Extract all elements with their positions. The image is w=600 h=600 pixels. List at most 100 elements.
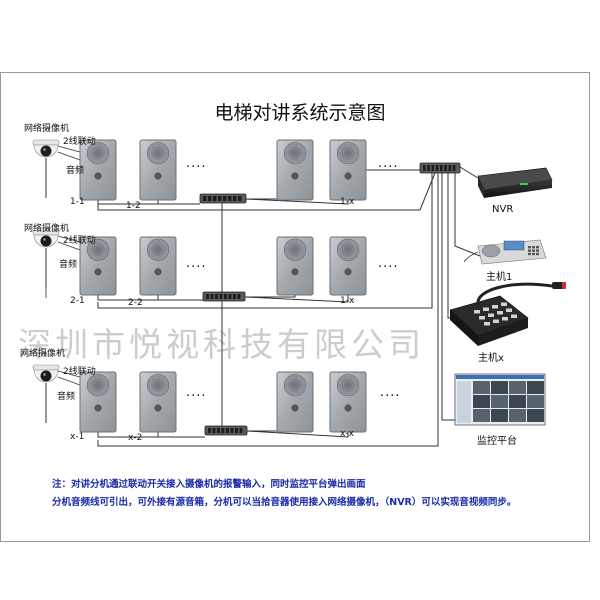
speaker-hole-ring: [88, 143, 108, 163]
call-button-icon: [291, 268, 299, 276]
video-tile: [509, 409, 526, 422]
network-switch-icon: [419, 162, 461, 174]
intercom-panel: [329, 139, 367, 201]
switch-port: [427, 165, 430, 171]
panel-label-2-2: 2-2: [128, 298, 143, 308]
console-key: [483, 307, 489, 311]
speaker-hole-ring: [154, 382, 162, 389]
video-tile: [527, 409, 544, 422]
switch-port: [440, 165, 443, 171]
wire: [245, 198, 349, 205]
switch-port: [237, 294, 241, 299]
nvr-front: [484, 180, 552, 198]
switch-port: [218, 196, 222, 201]
intercom-panel: [276, 236, 314, 296]
switch-port: [238, 196, 242, 201]
speaker-hole-ring: [91, 379, 105, 392]
ellipsis: ....: [378, 156, 399, 171]
console-side: [450, 310, 478, 346]
dome-camera-icon: [32, 364, 60, 383]
video-tile: [491, 381, 508, 394]
speaker-grill-icon: [86, 238, 110, 261]
switch-port: [208, 428, 211, 433]
intercom-panel: [276, 139, 314, 201]
speaker-grill-icon: [146, 142, 170, 165]
wire: [57, 145, 81, 153]
switch-port: [448, 165, 452, 171]
wire: [57, 241, 81, 251]
switch-port: [213, 196, 217, 201]
speaker-hole-ring: [341, 379, 355, 392]
switch-port: [228, 294, 232, 299]
audio-label-group-1: 音频: [66, 166, 85, 176]
lens-glint: [43, 238, 46, 241]
speaker-grill-icon: [283, 238, 307, 261]
intercom-panel: [139, 371, 177, 433]
diagram-title: 电梯对讲系统示意图: [214, 102, 386, 124]
speaker-hole-ring: [338, 240, 358, 259]
wire: [246, 430, 349, 438]
note-line-1: 注：对讲分机通过联动开关接入摄像机的报警输入，同时监控平台弹出画面: [52, 479, 366, 490]
camera-mount: [32, 139, 60, 146]
network-switch-icon: [204, 425, 248, 436]
keypad-key: [536, 246, 539, 249]
speaker-grill-icon: [86, 142, 110, 165]
switch-port: [223, 196, 227, 201]
speaker-hole-ring: [88, 240, 108, 259]
speaker-grill-icon: [146, 374, 170, 397]
call-button-icon: [94, 268, 102, 276]
call-button-icon: [94, 172, 102, 180]
speaker-hole-ring: [148, 143, 168, 163]
switch-port: [423, 165, 426, 171]
wire: [454, 173, 481, 257]
switch-port: [226, 428, 229, 433]
ellipsis: ....: [186, 256, 207, 271]
watermark: 深圳市悦视科技有限公司: [18, 325, 425, 364]
speaker-hole-ring: [94, 246, 102, 253]
lens-glint: [43, 148, 46, 151]
wire: [97, 432, 205, 438]
nvr-led: [520, 183, 528, 185]
mic-tip: [562, 282, 566, 289]
speaker-grill-icon: [283, 142, 307, 165]
ellipsis: ....: [378, 256, 399, 271]
console-key: [506, 308, 512, 312]
panel-label-1-1: 1-1: [70, 197, 85, 207]
wire: [97, 295, 203, 301]
wiring: [45, 145, 481, 447]
console-front: [478, 318, 528, 346]
console-key: [484, 322, 490, 326]
switch-port: [452, 165, 456, 171]
speaker-hole-ring: [338, 376, 358, 395]
keypad-key: [536, 252, 539, 256]
switch-port: [233, 294, 236, 299]
wire: [57, 376, 81, 386]
speaker-hole-ring: [344, 149, 352, 157]
call-button-icon: [344, 404, 352, 412]
speaker-hole-ring: [291, 149, 299, 157]
video-tile: [527, 395, 544, 408]
panel-label-1-2: 1-2: [126, 201, 141, 211]
intercom-panel: [139, 236, 177, 296]
platform-label: 监控平台: [477, 436, 517, 447]
switch-port: [435, 165, 439, 171]
switch-port: [230, 428, 234, 433]
speaker-hole-ring: [285, 240, 305, 259]
diagram-frame: [0, 72, 590, 542]
screen-sidebar: [457, 381, 471, 423]
wire: [447, 173, 450, 319]
speaker-hole-ring: [341, 146, 355, 160]
console-key: [493, 319, 499, 323]
speaker-grill-icon: [146, 238, 170, 261]
speaker-hole-ring: [154, 246, 162, 253]
speaker-hole-ring: [338, 143, 358, 163]
dome-camera-icon: [32, 229, 60, 248]
speaker-hole-ring: [88, 376, 108, 395]
speaker-grill-icon: [336, 142, 360, 165]
dome-camera-icon: [32, 139, 60, 158]
switch-port: [221, 428, 225, 433]
nvr-side: [478, 176, 484, 198]
speaker-hole-ring: [285, 376, 305, 395]
intercom-panel: [329, 236, 367, 296]
